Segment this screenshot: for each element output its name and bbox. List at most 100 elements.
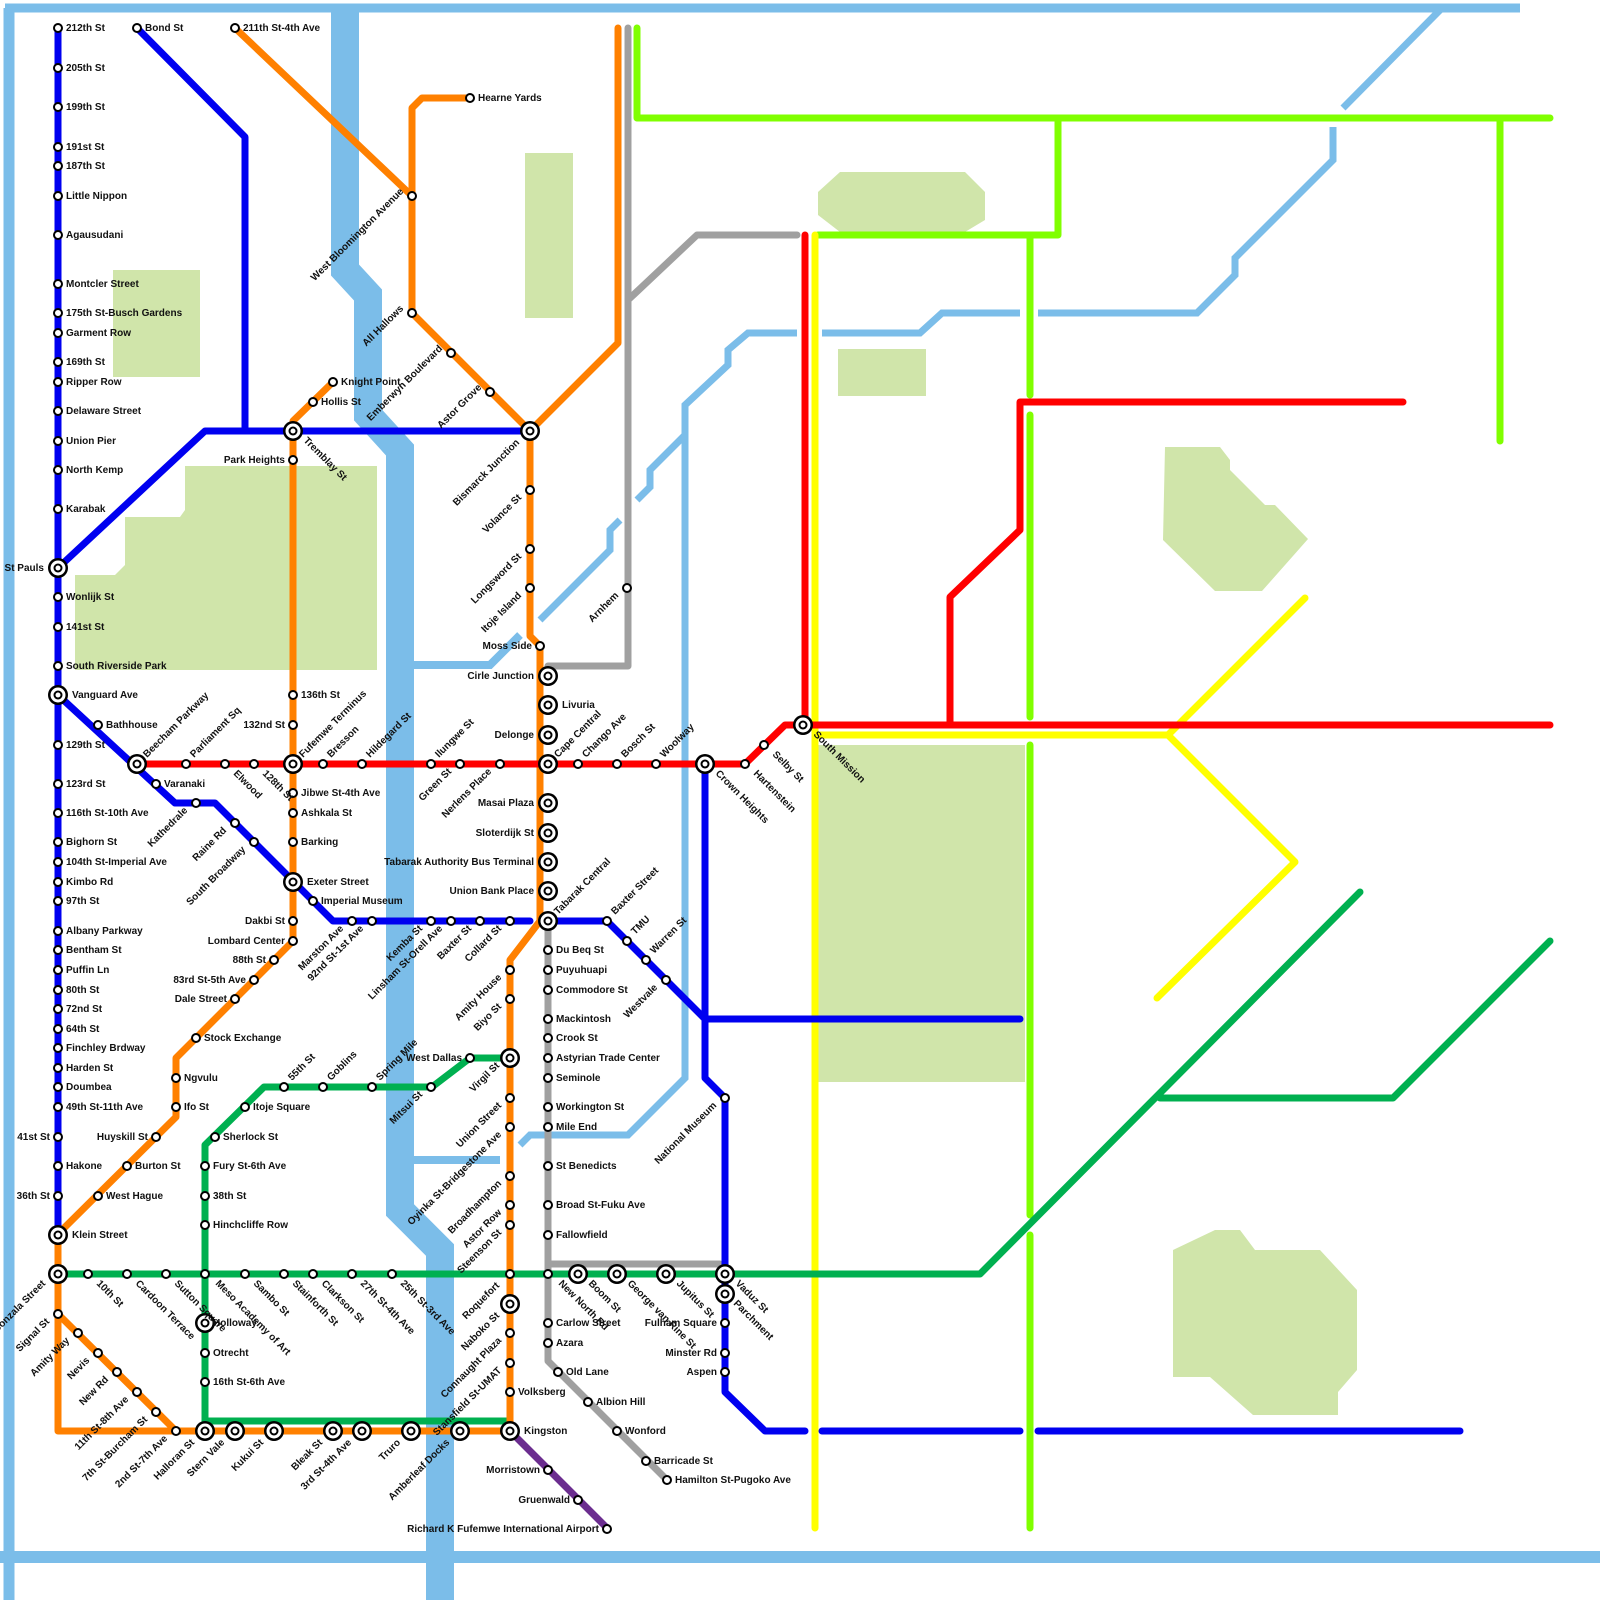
station[interactable]: Crook St xyxy=(544,1033,598,1044)
station[interactable]: 129th St xyxy=(54,740,106,751)
station[interactable]: Cardoon Terrace xyxy=(123,1270,197,1342)
station[interactable]: Ripper Row xyxy=(54,377,122,388)
station[interactable]: Westvale xyxy=(622,976,670,1021)
station[interactable]: Karabak xyxy=(54,504,106,515)
station[interactable]: Truro xyxy=(377,1421,421,1463)
station[interactable]: Hearne Yards xyxy=(466,93,542,104)
station[interactable]: Park Heights xyxy=(224,455,297,466)
station[interactable]: Volance St xyxy=(481,486,534,536)
station[interactable]: Wonlijk St xyxy=(54,592,115,603)
station[interactable]: Vanguard Ave xyxy=(48,685,138,705)
station-label: Woolway xyxy=(658,722,697,761)
station[interactable]: Kathedrale xyxy=(146,799,200,850)
station[interactable]: Workington St xyxy=(544,1102,625,1113)
station[interactable]: Arnhem xyxy=(587,584,631,625)
station[interactable]: Delonge xyxy=(495,725,558,745)
station[interactable]: Hamilton St-Pugoko Ave xyxy=(663,1475,791,1486)
station[interactable]: Du Beq St xyxy=(544,945,604,956)
station[interactable]: TMU xyxy=(623,914,652,945)
station[interactable]: 205th St xyxy=(54,63,106,74)
station[interactable]: Puyuhuapi xyxy=(544,965,607,976)
station[interactable]: Astyrian Trade Center xyxy=(544,1053,660,1064)
station[interactable]: St Benedicts xyxy=(544,1161,617,1172)
station[interactable]: Fallowfield xyxy=(544,1230,608,1241)
station[interactable]: 169th St xyxy=(54,357,106,368)
station[interactable]: 123rd St xyxy=(54,779,106,790)
station[interactable]: Richard K Fufemwe International Airport xyxy=(407,1524,611,1535)
station[interactable]: Nevis xyxy=(65,1349,102,1382)
station[interactable]: Aspen xyxy=(686,1367,729,1378)
station[interactable]: Imperial Museum xyxy=(309,896,403,907)
station[interactable]: 16th St-6th Ave xyxy=(201,1377,285,1388)
station[interactable]: Kimbo Rd xyxy=(54,877,113,888)
station[interactable]: Klein Street xyxy=(48,1225,128,1245)
station[interactable]: 7th St-Burcham St xyxy=(81,1408,160,1484)
station[interactable]: Finchley Brdway xyxy=(54,1043,146,1054)
station[interactable]: Union Pier xyxy=(54,436,116,447)
station[interactable]: Livuria xyxy=(538,695,595,715)
station-marker xyxy=(162,1270,170,1278)
station[interactable]: Little Nippon xyxy=(54,191,127,202)
station[interactable]: Exeter Street xyxy=(283,872,369,892)
station[interactable]: Longsword St xyxy=(469,545,534,606)
station[interactable]: Bighorn St xyxy=(54,837,118,848)
station[interactable]: Garment Row xyxy=(54,328,131,339)
station[interactable]: Delaware Street xyxy=(54,406,142,417)
station[interactable]: Commodore St xyxy=(544,985,628,996)
station[interactable]: Mackintosh xyxy=(544,1014,611,1025)
station[interactable]: Albany Parkway xyxy=(54,926,143,937)
station[interactable]: 83rd St-5th Ave xyxy=(173,975,258,986)
station[interactable]: 136th St xyxy=(289,690,341,701)
station[interactable]: South Broadway xyxy=(185,838,258,908)
station[interactable]: Sloterdijk St xyxy=(476,823,558,843)
station[interactable]: Lombard Center xyxy=(208,936,297,947)
station[interactable]: Knight Point xyxy=(329,377,401,388)
station[interactable]: Ashkala St xyxy=(289,808,353,819)
station[interactable]: 212th St xyxy=(54,23,106,34)
station[interactable]: Puffin Ln xyxy=(54,965,109,976)
station[interactable]: 116th St-10th Ave xyxy=(54,808,149,819)
station[interactable]: 191st St xyxy=(54,142,105,153)
interchange-marker-center xyxy=(546,831,551,836)
station[interactable]: Masai Plaza xyxy=(478,793,558,813)
station[interactable]: Ilungwe St xyxy=(427,717,477,768)
station[interactable]: Union Bank Place xyxy=(450,881,558,901)
station[interactable]: Stainforth St xyxy=(280,1270,341,1329)
station[interactable]: Agausudani xyxy=(54,230,123,241)
station[interactable]: Hinchcliffe Row xyxy=(201,1220,288,1231)
station[interactable]: North Kemp xyxy=(54,465,123,476)
station[interactable]: Baxter Street xyxy=(603,865,662,925)
station[interactable]: Montcler Street xyxy=(54,279,139,290)
station[interactable]: 104th St-Imperial Ave xyxy=(54,857,167,868)
station[interactable]: 175th St-Busch Gardens xyxy=(54,308,183,319)
station[interactable]: Fury St-6th Ave xyxy=(201,1161,287,1172)
station[interactable]: Ifo St xyxy=(172,1102,210,1113)
station[interactable]: Bathhouse xyxy=(94,720,158,731)
station[interactable]: Harden St xyxy=(54,1063,114,1074)
station[interactable]: 199th St xyxy=(54,102,106,113)
station[interactable]: Minster Rd xyxy=(665,1348,729,1359)
station[interactable]: Kingston xyxy=(500,1421,567,1441)
station-label: Volance St xyxy=(481,492,525,536)
station[interactable]: 211th St-4th Ave xyxy=(231,23,320,34)
station[interactable]: Seminole xyxy=(544,1073,601,1084)
station[interactable]: Broad St-Fuku Ave xyxy=(544,1200,646,1211)
station[interactable]: Carlow Street xyxy=(544,1318,621,1329)
station[interactable]: Nerlens Place xyxy=(440,760,504,821)
station[interactable]: Fulham Square xyxy=(645,1318,729,1329)
station[interactable]: Bentham St xyxy=(54,945,122,956)
station[interactable]: National Museum xyxy=(653,1094,729,1167)
station[interactable]: 132nd St xyxy=(243,720,297,731)
station[interactable]: Azara xyxy=(544,1338,584,1349)
station[interactable]: 49th St-11th Ave xyxy=(54,1102,143,1113)
station[interactable]: Jibwe St-4th Ave xyxy=(289,788,381,799)
station[interactable]: Doumbea xyxy=(54,1082,112,1093)
station[interactable]: Dakbi St xyxy=(245,916,297,927)
station[interactable]: Mile End xyxy=(544,1122,597,1133)
station[interactable]: 141st St xyxy=(54,622,105,633)
station[interactable]: Volksberg xyxy=(506,1387,566,1398)
station[interactable]: Chango Ave xyxy=(574,711,629,768)
station[interactable]: Stock Exchange xyxy=(192,1033,282,1044)
station[interactable]: South Riverside Park xyxy=(54,661,167,672)
station[interactable]: 187th St xyxy=(54,161,106,172)
